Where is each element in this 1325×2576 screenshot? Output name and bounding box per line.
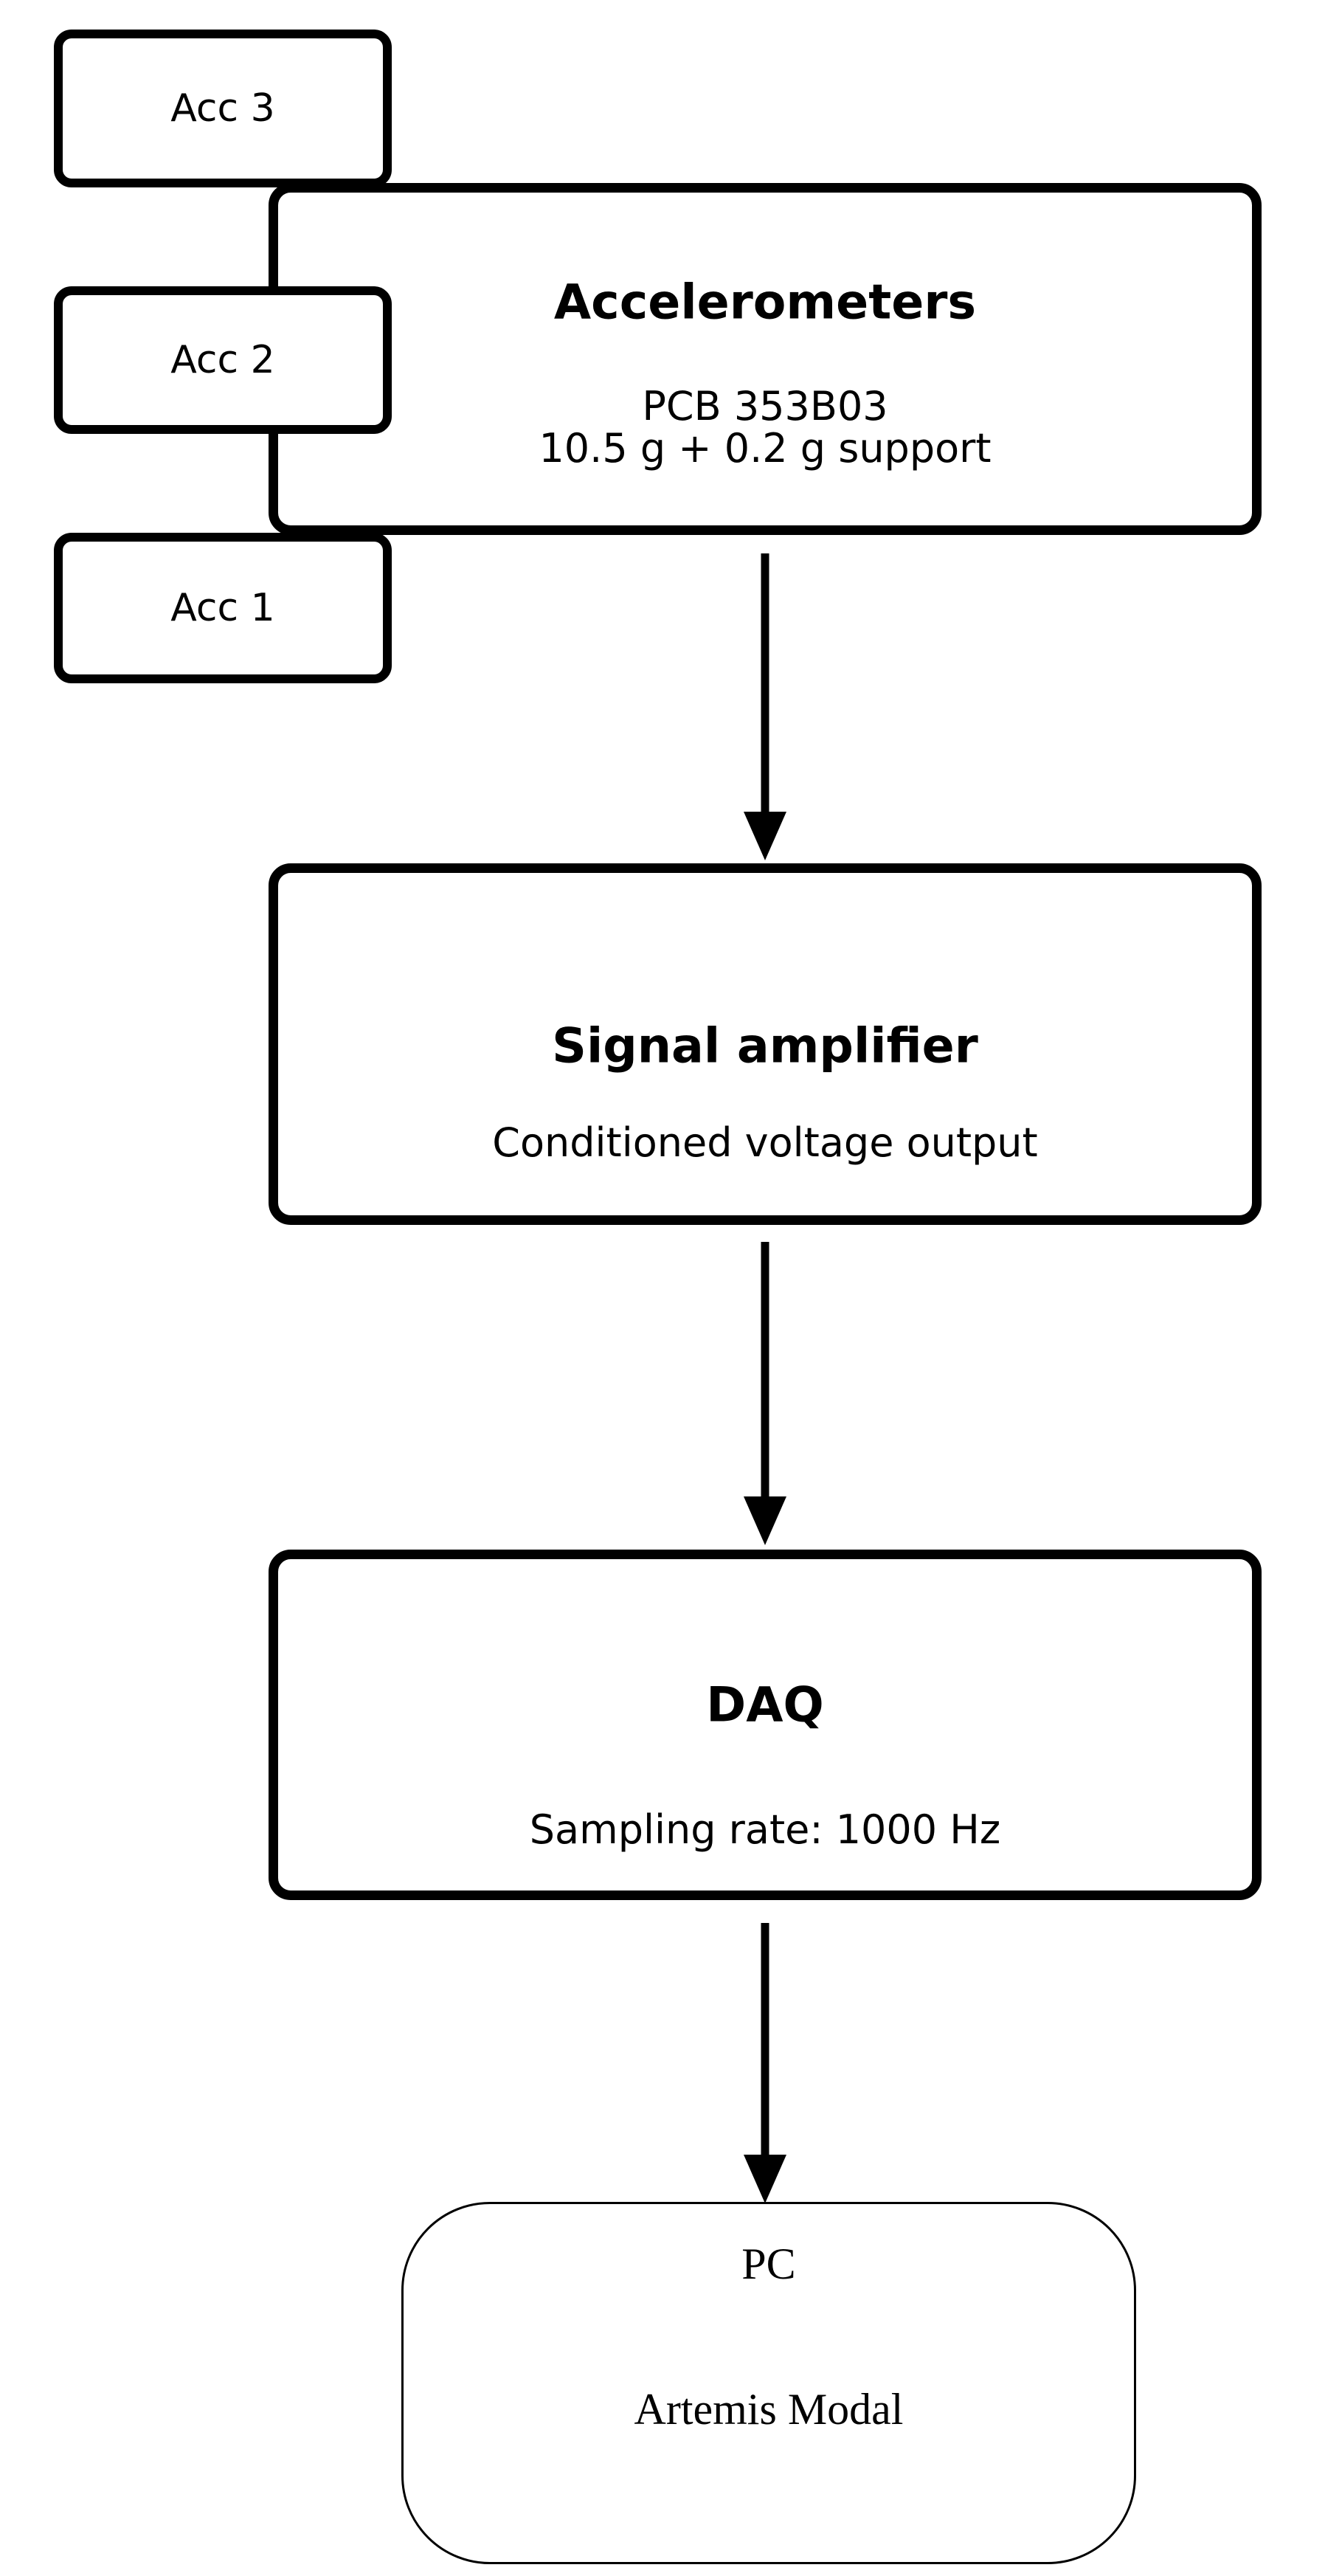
arrow-signal-to-daq-down-icon xyxy=(744,1242,786,1545)
node-daq-detail: Sampling rate: 1000 Hz xyxy=(529,1806,1001,1853)
node-acc-2: Acc 2 xyxy=(54,286,392,434)
node-accelerometers-title: Accelerometers xyxy=(553,274,977,331)
node-acc-2-label: Acc 2 xyxy=(170,338,275,382)
node-acc-3: Acc 3 xyxy=(54,30,392,187)
node-pc-software: Artemis Modal xyxy=(634,2385,904,2434)
node-signal-amplifier-title: Signal amplifier xyxy=(552,1018,978,1074)
arrow-daq-to-pc-down-icon xyxy=(744,1923,786,2203)
node-acc-3-label: Acc 3 xyxy=(170,86,275,131)
node-acc-1: Acc 1 xyxy=(54,533,392,683)
node-daq: DAQ Sampling rate: 1000 Hz xyxy=(269,1550,1262,1900)
node-accelerometers-mass: 10.5 g + 0.2 g support xyxy=(539,425,992,472)
arrow-accelerometers-to-signal-down-icon xyxy=(744,553,786,860)
node-signal-amplifier: Signal amplifier Conditioned voltage out… xyxy=(269,863,1262,1225)
node-pc: PC Artemis Modal xyxy=(401,2202,1136,2564)
node-pc-title: PC xyxy=(741,2240,796,2288)
node-accelerometers-model: PCB 353B03 xyxy=(642,383,888,429)
node-accelerometers: Accelerometers PCB 353B03 10.5 g + 0.2 g… xyxy=(269,183,1262,535)
node-daq-title: DAQ xyxy=(706,1677,824,1733)
node-acc-1-label: Acc 1 xyxy=(170,586,275,630)
node-signal-amplifier-detail: Conditioned voltage output xyxy=(492,1119,1038,1166)
